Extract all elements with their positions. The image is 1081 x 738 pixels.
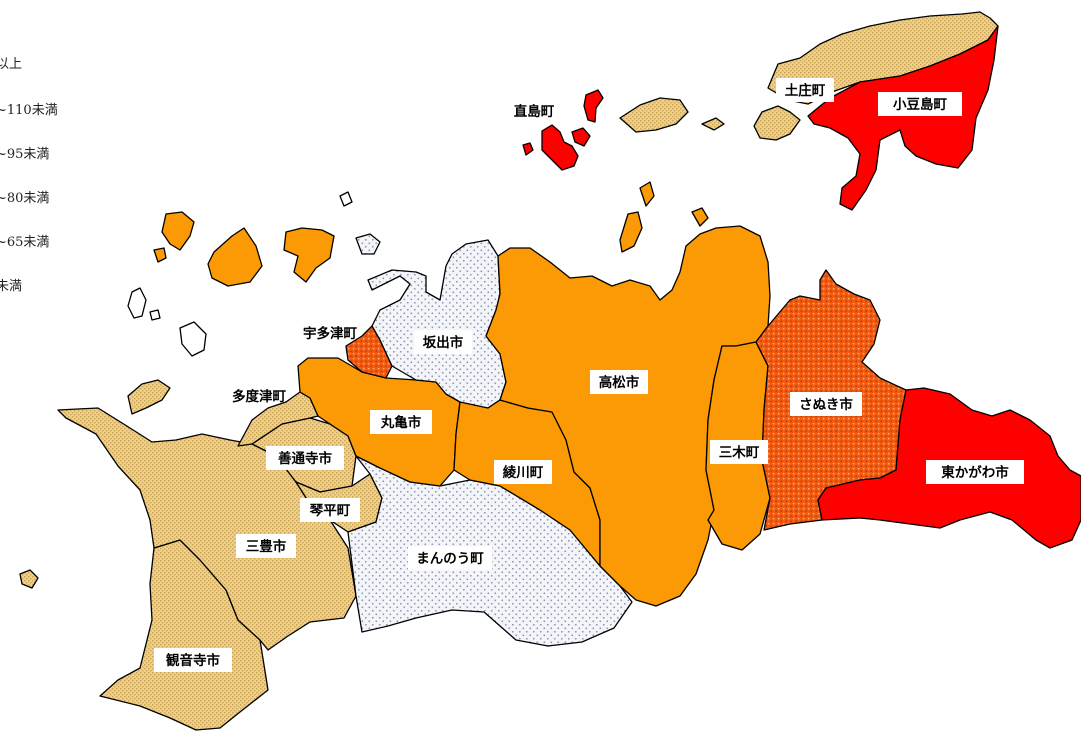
naoshima-island-north	[583, 89, 604, 123]
ushijima-island	[283, 227, 335, 283]
label-sanuki: さぬき市	[790, 392, 862, 416]
label-text-tonosho: 土庄町	[785, 82, 826, 99]
label-text-marugame: 丸亀市	[380, 414, 422, 431]
label-marugame: 丸亀市	[370, 410, 432, 434]
label-tonosho: 土庄町	[776, 78, 834, 102]
small-orange-island	[153, 247, 167, 263]
naoshima-island-small	[522, 142, 534, 156]
label-text-kotohira: 琴平町	[310, 503, 351, 519]
shiwaku-small-island	[339, 191, 353, 207]
label-text-mitoyo: 三豊市	[246, 538, 287, 555]
legend-item-4: ~80未満	[0, 191, 50, 206]
label-text-sakaide: 坂出市	[423, 334, 464, 351]
awashima-island	[127, 287, 147, 319]
shodoshima-region	[807, 25, 999, 211]
label-shodoshima: 小豆島町	[878, 92, 962, 116]
small-tan-island	[701, 117, 725, 131]
legend-item-5: ~65未満	[0, 235, 50, 250]
yoshima-island	[355, 233, 381, 255]
tan-islet-small	[19, 569, 39, 589]
tan-islet-west	[127, 379, 171, 415]
label-sakaide: 坂出市	[414, 330, 472, 354]
label-zentsuji: 善通寺市	[266, 446, 344, 470]
legend-item-6: 未満	[0, 279, 23, 294]
orange-islet-long	[619, 211, 643, 253]
label-text-ayagawa: 綾川町	[503, 464, 544, 481]
label-takamatsu: 高松市	[590, 370, 648, 394]
label-higashikagawa: 東かがわ市	[926, 460, 1024, 484]
legend-item-1: 以上	[0, 57, 23, 72]
label-tadotsu: 多度津町	[232, 388, 286, 405]
label-text-sanuki: さぬき市	[799, 396, 853, 413]
naoshima-island-small-2	[571, 127, 591, 147]
naoshima-island-main	[541, 124, 579, 171]
label-mitoyo: 三豊市	[236, 534, 296, 558]
teshima-island	[619, 97, 689, 133]
label-text-kanonji: 観音寺市	[166, 652, 220, 669]
label-text-takamatsu: 高松市	[599, 374, 640, 391]
label-text-higashikagawa: 東かがわ市	[941, 464, 1009, 481]
label-manno: まんのう町	[408, 546, 492, 570]
legend-item-3: ~95未満	[0, 147, 50, 162]
label-text-shodoshima: 小豆島町	[893, 96, 947, 113]
label-miki: 三木町	[710, 440, 768, 464]
map-legend: 以上 ~110未満 ~95未満 ~80未満 ~65未満 未満	[0, 0, 80, 300]
honjima-island	[161, 211, 195, 251]
tonosho-island-west	[753, 105, 801, 141]
orange-islet-east	[691, 207, 709, 227]
orange-islet-central	[639, 181, 655, 207]
takami-island	[179, 321, 207, 357]
label-text-manno: まんのう町	[416, 551, 484, 567]
legend-item-2: ~110未満	[0, 103, 58, 118]
label-kotohira: 琴平町	[300, 498, 360, 522]
label-text-zentsuji: 善通寺市	[278, 450, 332, 467]
sakaide-region	[367, 239, 507, 409]
label-text-miki: 三木町	[719, 444, 760, 461]
label-naoshima: 直島町	[514, 103, 555, 120]
label-ayagawa: 綾川町	[494, 460, 552, 484]
white-islet	[149, 309, 161, 321]
label-utazu: 宇多津町	[303, 325, 357, 342]
hiroshima-island	[207, 227, 263, 287]
label-kanonji: 観音寺市	[154, 648, 232, 672]
